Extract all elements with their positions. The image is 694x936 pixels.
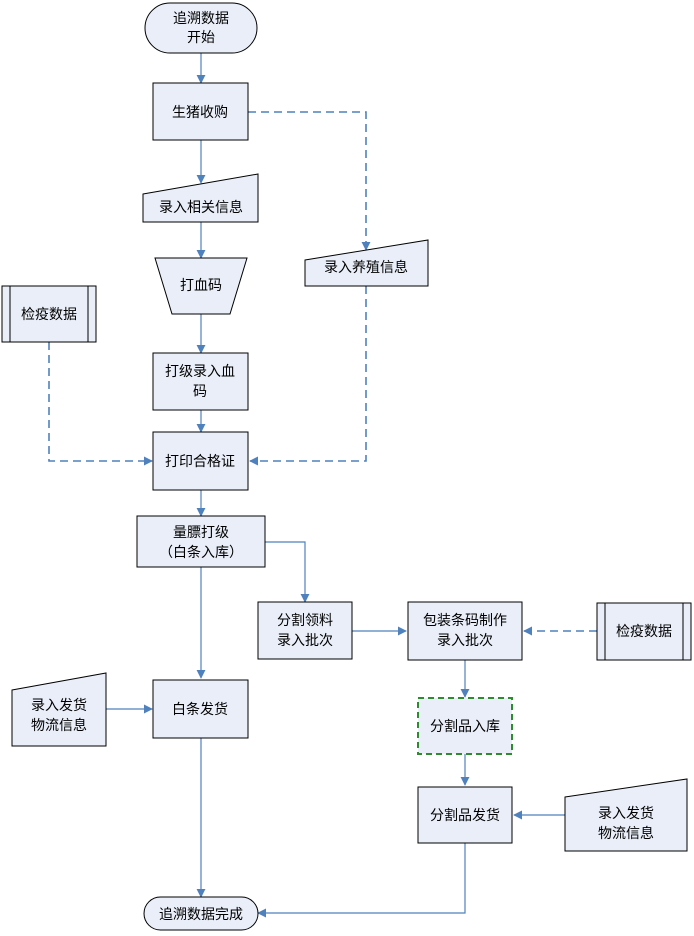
certificate-label: 打印合格证 [165,453,235,470]
cut-product-shipping-process[interactable]: 分割品发货 [417,786,513,844]
weigh-grade-process[interactable]: 量膘打级 （白条入库） [136,515,266,568]
quarantine-right-label: 检疫数据 [616,624,672,640]
blood-code-operation[interactable]: 打血码 [154,257,248,315]
carcass-shipping-process[interactable]: 白条发货 [152,679,249,739]
end-terminator[interactable]: 追溯数据完成 [143,896,259,931]
input-shipping-info-right[interactable]: 录入发货 物流信息 [564,778,688,852]
pig-purchase-process[interactable]: 生猪收购 [152,82,249,141]
dashed-quarantine-to-certificate [48,342,153,466]
cut-ship-label: 分割品发货 [430,807,500,824]
input-breeding-label: 录入养殖信息 [324,259,408,276]
connectors [48,53,597,918]
input-related-info[interactable]: 录入相关信息 [142,173,259,223]
weigh-grade-label-line2: （白条入库） [159,544,243,561]
grade-blood-code-process[interactable]: 打级录入血 码 [152,352,249,411]
input-shipping-info-left[interactable]: 录入发货 物流信息 [11,672,107,747]
cut-receive-label-line1: 分割领料 [277,612,333,629]
dashed-purchase-to-breeding [248,111,371,251]
cut-receive-process[interactable]: 分割领料 录入批次 [257,601,353,660]
package-label-line2: 录入批次 [437,633,493,649]
weigh-grade-label-line1: 量膘打级 [173,524,229,541]
ship-right-label-line2: 物流信息 [598,825,654,842]
input-related-label: 录入相关信息 [159,199,243,216]
blood-code-label: 打血码 [180,277,222,294]
cut-storage-label: 分割品入库 [430,718,500,735]
start-label-line2: 开始 [187,30,215,46]
quarantine-left-label: 检疫数据 [21,307,77,323]
ship-right-label-line1: 录入发货 [598,805,654,822]
ship-left-label-line2: 物流信息 [31,717,87,734]
package-label-line1: 包装条码制作 [423,612,507,629]
dashed-breeding-to-certificate [249,286,367,466]
start-label-line1: 追溯数据 [173,11,229,27]
quarantine-data-right[interactable]: 检疫数据 [596,602,692,661]
cut-product-storage-process[interactable]: 分割品入库 [417,697,513,755]
start-terminator[interactable]: 追溯数据 开始 [144,2,258,54]
cut-receive-label-line2: 录入批次 [277,633,333,649]
end-label: 追溯数据完成 [159,907,243,923]
ship-left-label-line1: 录入发货 [31,697,87,714]
grade-blood-label-line1: 打级录入血 [165,363,235,380]
arrow-weigh-to-cut-receive [265,541,310,603]
input-breeding-info[interactable]: 录入养殖信息 [304,239,429,287]
package-barcode-process[interactable]: 包装条码制作 录入批次 [407,601,523,661]
quarantine-data-left[interactable]: 检疫数据 [1,285,97,343]
carcass-ship-label: 白条发货 [172,701,228,718]
pig-purchase-label: 生猪收购 [172,105,228,121]
grade-blood-label-line2: 码 [193,384,207,400]
print-certificate-process[interactable]: 打印合格证 [152,431,249,491]
arrow-cut-ship-to-end [257,843,466,918]
